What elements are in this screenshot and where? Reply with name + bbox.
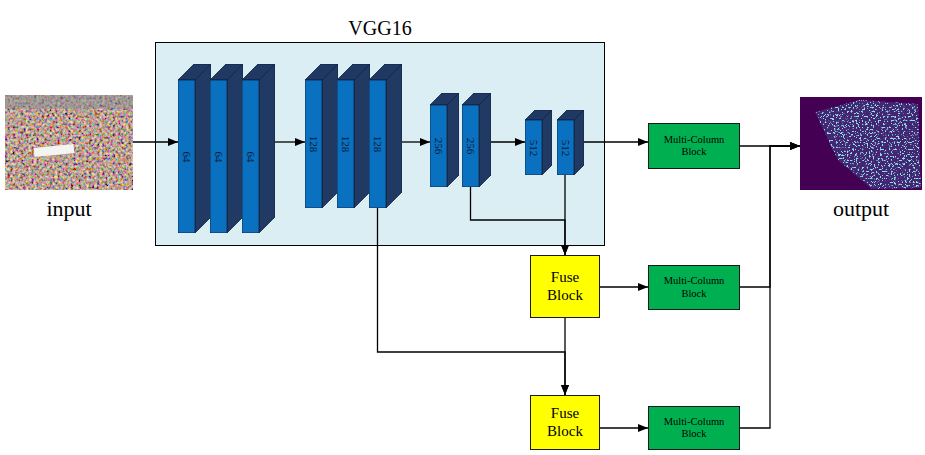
input-image: input (5, 95, 133, 190)
block-label: Fuse Block (539, 405, 591, 440)
connector-arrow (600, 286, 648, 287)
multi-column-block: Multi-Column Block (648, 265, 740, 310)
block-label: Fuse Block (539, 269, 591, 304)
conv-layer: 256 (430, 93, 459, 187)
network-panel: VGG16646464128128128256256512512 (155, 42, 605, 246)
connector-arrow (491, 141, 525, 142)
density-map (800, 97, 922, 190)
connector-arrow (564, 318, 565, 395)
fuse-block: Fuse Block (530, 255, 600, 318)
conv-layer: 256 (462, 93, 491, 187)
conv-layer: 128 (369, 64, 402, 208)
layer-slab (210, 64, 243, 233)
connector-arrow (600, 427, 648, 428)
image-caption: input (0, 196, 153, 222)
connector-arrow (564, 175, 565, 255)
connector-arrow (402, 141, 430, 142)
conv-layer: 64 (242, 64, 275, 233)
channel-count: 64 (181, 151, 193, 162)
conv-layer: 128 (305, 64, 338, 208)
connector-arrow (471, 187, 566, 255)
multi-column-block: Multi-Column Block (648, 406, 740, 450)
image-caption: output (780, 196, 925, 222)
channel-count: 512 (528, 139, 540, 156)
conv-layer: 64 (178, 64, 211, 233)
block-label: Multi-Column Block (658, 416, 730, 440)
block-label: Multi-Column Block (658, 134, 730, 158)
channel-count: 128 (308, 136, 320, 153)
conv-layer: 512 (525, 110, 552, 175)
connector-arrow (584, 141, 648, 142)
channel-count: 256 (433, 138, 445, 155)
channel-count: 256 (465, 138, 477, 155)
channel-count: 64 (213, 151, 225, 162)
output-image: output (800, 97, 922, 190)
conv-layer: 64 (210, 64, 243, 233)
panel-fill (155, 42, 605, 246)
conv-layer: 128 (337, 64, 370, 208)
block-label: Multi-Column Block (658, 275, 730, 299)
panel-title: VGG16 (156, 16, 604, 40)
fuse-block: Fuse Block (530, 395, 600, 450)
layer-slab (178, 64, 211, 233)
conv-layer: 512 (557, 110, 584, 175)
channel-count: 128 (340, 136, 352, 153)
layer-slab (242, 64, 275, 233)
multi-column-block: Multi-Column Block (648, 123, 740, 169)
connector-arrow (275, 141, 305, 142)
channel-count: 64 (245, 151, 257, 162)
channel-count: 512 (560, 139, 572, 156)
connector-arrow (740, 146, 800, 428)
crowd-photo (5, 95, 133, 190)
channel-count: 128 (372, 136, 384, 153)
